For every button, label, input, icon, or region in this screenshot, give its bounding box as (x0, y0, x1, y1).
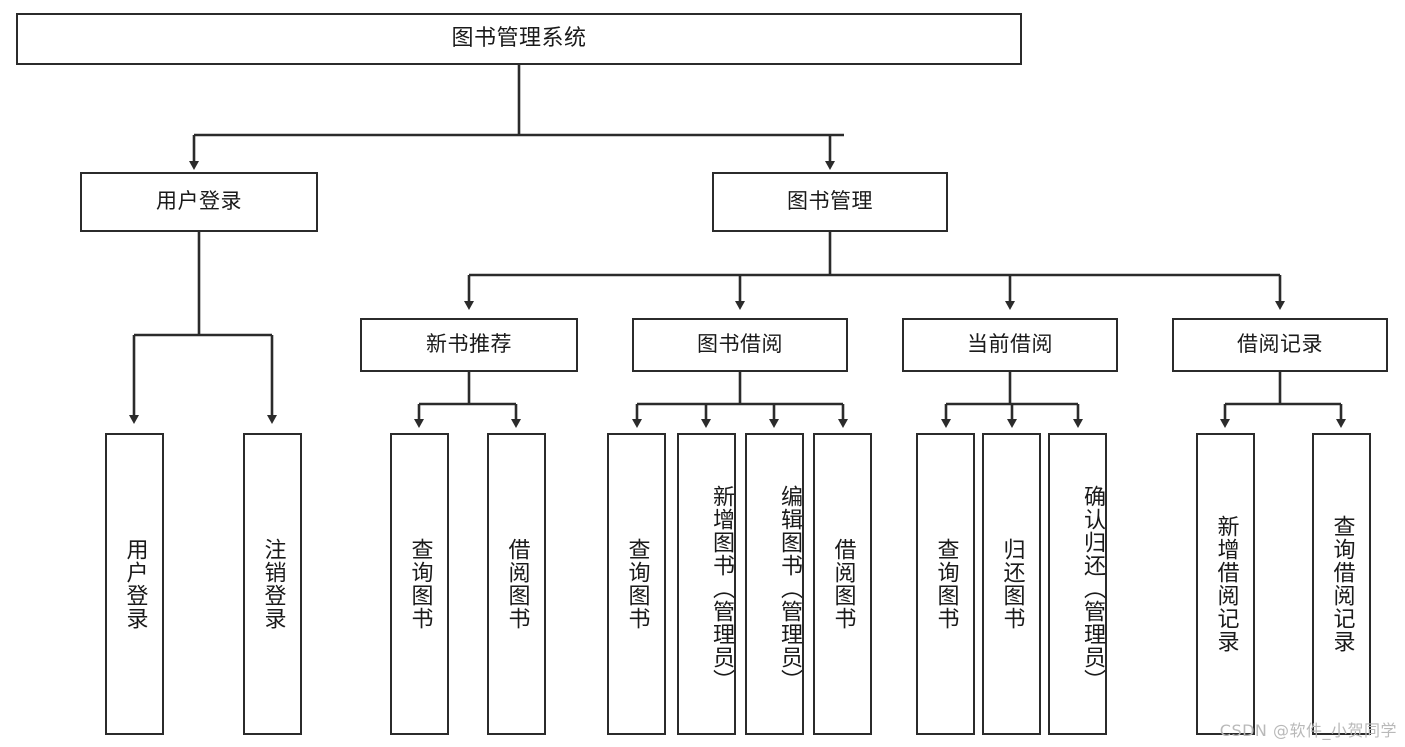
node-label: 查询借阅记录 (1329, 515, 1355, 653)
leaf-add-book-admin[interactable]: 新增图书（管理员） (677, 433, 736, 735)
leaf-borrow-books-new[interactable]: 借阅图书 (487, 433, 546, 735)
leaf-logout[interactable]: 注销登录 (243, 433, 302, 735)
node-root-system[interactable]: 图书管理系统 (16, 13, 1022, 65)
node-label: 借阅图书 (504, 538, 530, 630)
node-label: 借阅记录 (1237, 332, 1323, 357)
node-book-management[interactable]: 图书管理 (712, 172, 948, 232)
node-label: 编辑图书（管理员） (777, 484, 802, 692)
leaf-add-borrow-record[interactable]: 新增借阅记录 (1196, 433, 1255, 735)
node-label: 注销登录 (260, 538, 286, 630)
node-new-book-recommend[interactable]: 新书推荐 (360, 318, 578, 372)
leaf-edit-book-admin[interactable]: 编辑图书（管理员） (745, 433, 804, 735)
node-current-borrow[interactable]: 当前借阅 (902, 318, 1118, 372)
leaf-query-borrow-record[interactable]: 查询借阅记录 (1312, 433, 1371, 735)
node-label: 借阅图书 (830, 538, 856, 630)
leaf-query-books-borrow[interactable]: 查询图书 (607, 433, 666, 735)
node-label: 用户登录 (122, 538, 148, 630)
node-label: 归还图书 (999, 538, 1025, 630)
node-label: 查询图书 (407, 538, 433, 630)
leaf-query-books-new[interactable]: 查询图书 (390, 433, 449, 735)
node-label: 图书借阅 (697, 332, 783, 357)
node-borrow-records[interactable]: 借阅记录 (1172, 318, 1388, 372)
leaf-return-books[interactable]: 归还图书 (982, 433, 1041, 735)
node-book-borrow[interactable]: 图书借阅 (632, 318, 848, 372)
node-label: 查询图书 (933, 538, 959, 630)
node-label: 新增图书（管理员） (709, 484, 734, 692)
node-label: 确认归还（管理员） (1080, 484, 1105, 692)
leaf-user-login[interactable]: 用户登录 (105, 433, 164, 735)
node-label: 新增借阅记录 (1213, 515, 1239, 653)
watermark: CSDN @软件_小贺同学 (1219, 721, 1397, 740)
node-label: 查询图书 (624, 538, 650, 630)
node-user-login[interactable]: 用户登录 (80, 172, 318, 232)
leaf-query-books-current[interactable]: 查询图书 (916, 433, 975, 735)
leaf-borrow-books[interactable]: 借阅图书 (813, 433, 872, 735)
node-label: 图书管理 (787, 189, 873, 214)
leaf-confirm-return-admin[interactable]: 确认归还（管理员） (1048, 433, 1107, 735)
node-label: 当前借阅 (967, 332, 1053, 357)
node-label: 新书推荐 (426, 332, 512, 357)
node-label: 图书管理系统 (451, 25, 587, 51)
node-label: 用户登录 (156, 189, 242, 214)
